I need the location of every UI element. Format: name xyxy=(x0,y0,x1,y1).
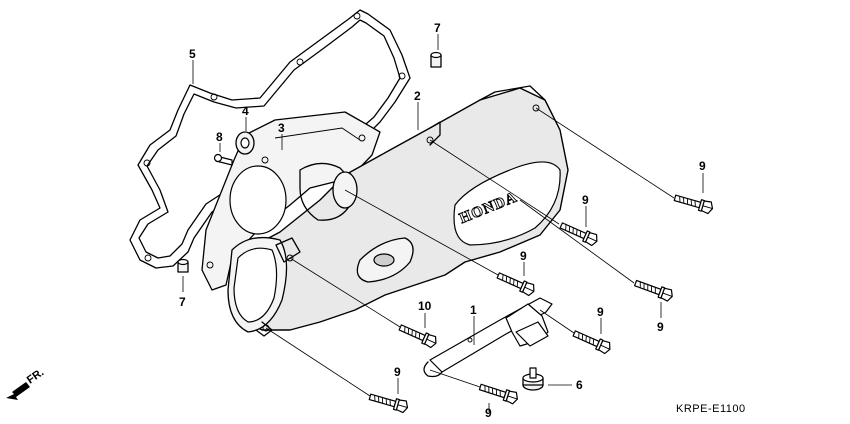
bolt-part-9-mid-right-b xyxy=(632,276,675,303)
seal-plate-part-3 xyxy=(201,111,381,291)
callout-2: 2 xyxy=(414,89,421,103)
screw-part-8 xyxy=(213,153,233,166)
callout-9-lower-center: 9 xyxy=(485,406,492,420)
callout-9-lower-left: 9 xyxy=(394,365,401,379)
callout-9-upper-right: 9 xyxy=(699,159,706,173)
bolt-part-9-lower-center xyxy=(477,380,520,406)
callout-9-mid-right-b: 9 xyxy=(657,320,664,334)
dowel-pin-part-7-top xyxy=(430,51,442,68)
drawing-code: KRPE-E1100 xyxy=(676,403,746,415)
callout-9-center: 9 xyxy=(520,249,527,263)
front-arrow-icon xyxy=(6,382,30,400)
callout-3: 3 xyxy=(278,121,285,135)
callout-leaders xyxy=(182,34,704,412)
bolt-part-9-lower-left xyxy=(367,390,410,414)
assembly-lines xyxy=(265,107,675,397)
callout-5: 5 xyxy=(189,47,196,61)
bolt-part-9-bracket xyxy=(571,327,613,356)
crankcase-cover-part-2: HONDA xyxy=(227,85,569,337)
callout-10: 10 xyxy=(418,299,432,313)
callout-4: 4 xyxy=(242,104,249,118)
dowel-pin-part-7-left xyxy=(177,258,189,273)
callout-7-left: 7 xyxy=(179,295,186,309)
front-direction-label: FR. xyxy=(25,366,46,386)
callout-1: 1 xyxy=(470,303,477,317)
callout-9-mid-right-a: 9 xyxy=(582,193,589,207)
front-direction-indicator: FR. xyxy=(6,366,46,400)
callout-8: 8 xyxy=(216,130,223,144)
callout-6: 6 xyxy=(576,378,583,392)
callout-9-bracket: 9 xyxy=(597,305,604,319)
callout-7-top: 7 xyxy=(434,21,441,35)
grommet-part-6 xyxy=(522,367,544,391)
oil-seal-part-4 xyxy=(235,131,255,155)
callout-labels: 5 4 3 8 2 7 7 9 9 9 9 10 1 9 9 9 6 xyxy=(179,21,706,420)
bolt-part-10 xyxy=(397,321,439,350)
bolt-part-9-center xyxy=(495,269,537,298)
bolt-part-9-upper-right xyxy=(672,191,715,215)
stay-bracket-part-1 xyxy=(423,297,553,378)
